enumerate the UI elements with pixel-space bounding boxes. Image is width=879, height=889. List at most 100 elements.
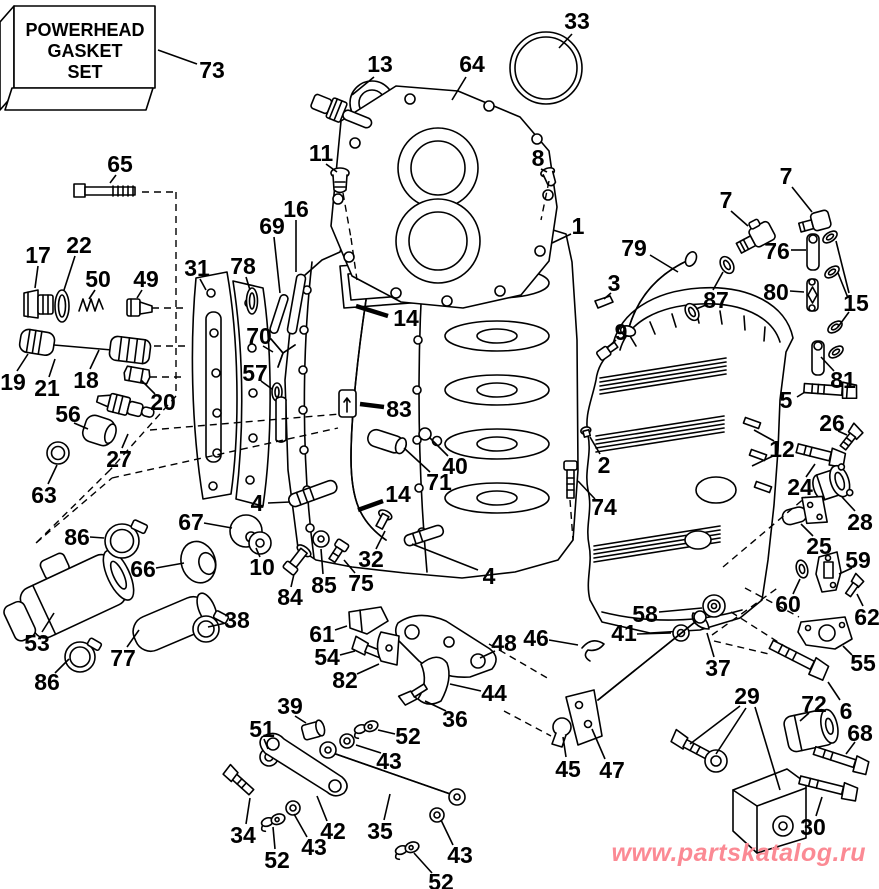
leader-line: [245, 276, 251, 291]
leader-line: [440, 819, 454, 846]
leader-line: [293, 813, 308, 838]
part-number-28: 28: [847, 509, 873, 535]
part-number-37: 37: [705, 655, 731, 681]
part-number-40: 40: [442, 453, 468, 479]
leader-line: [267, 501, 291, 504]
leader-line: [73, 422, 89, 430]
part-number-77: 77: [110, 645, 136, 671]
leader-line: [424, 700, 447, 712]
part-number-10: 10: [249, 554, 275, 580]
part-53-tube-assembly-sketch: [3, 549, 135, 642]
leader-line: [589, 436, 601, 455]
part-number-44: 44: [481, 680, 507, 706]
part-15-washers-sketch: [822, 230, 844, 359]
part-35-link-rod-sketch: [319, 741, 466, 806]
part-26-screw-sketch: [839, 422, 864, 451]
part-number-33: 33: [564, 8, 590, 34]
part-number-78: 78: [230, 253, 256, 279]
leader-line: [842, 645, 853, 656]
part-78-seal-sketch: [245, 287, 259, 315]
dashed-guide-line: [109, 395, 177, 471]
leader-line: [835, 240, 850, 294]
part-number-30: 30: [800, 814, 826, 840]
part-number-1: 1: [572, 213, 585, 239]
part-number-71: 71: [426, 469, 452, 495]
part-65-bolt-sketch: [73, 183, 136, 198]
leader-line: [34, 265, 39, 289]
mount-body-sketch: [732, 768, 807, 854]
dashed-guide-line: [540, 180, 550, 221]
leader-line: [799, 712, 810, 722]
part-5-bolt-sketch: [803, 381, 858, 400]
leader-line: [255, 547, 261, 558]
part-81-tube-sketch: [811, 340, 825, 376]
part-number-57: 57: [242, 360, 268, 386]
leader-line: [54, 658, 70, 674]
part-63-oring-sketch: [46, 441, 70, 465]
part-52-clips-sketch: [260, 720, 420, 861]
part-64-head-cover-sketch: [330, 80, 558, 309]
part-number-5: 5: [780, 387, 793, 413]
leader-line: [48, 358, 56, 378]
leader-line: [294, 715, 307, 724]
part-number-31: 31: [184, 255, 210, 281]
dashed-guide-line: [569, 499, 574, 541]
part-20-nut-sketch: [123, 365, 151, 385]
part-number-12: 12: [769, 436, 795, 462]
part-number-22: 22: [66, 232, 92, 258]
part-80-check-valve-sketch: [806, 278, 819, 312]
leader-line: [603, 292, 612, 300]
part-number-76: 76: [764, 238, 790, 264]
part-33-oring-sketch: [509, 31, 583, 105]
leader-line: [199, 278, 207, 291]
leader-line: [789, 290, 805, 293]
part-number-45: 45: [555, 756, 581, 782]
part-number-34: 34: [230, 822, 256, 848]
part-number-70: 70: [246, 323, 272, 349]
leader-line: [356, 663, 380, 675]
leader-line: [157, 49, 198, 65]
dashed-guide-line: [711, 586, 780, 636]
leader-line: [316, 795, 328, 822]
part-number-72: 72: [801, 691, 827, 717]
leader-line: [451, 76, 467, 101]
leader-line: [805, 463, 816, 478]
leader-line: [706, 632, 715, 658]
part-86-clamp-lower-sketch: [64, 637, 103, 673]
leader-line: [121, 433, 129, 449]
leader-line: [548, 639, 579, 646]
part-10-washer-sketch: [248, 531, 272, 555]
leader-line: [838, 567, 853, 575]
gasket-box-line1: POWERHEAD: [25, 20, 144, 40]
leader-line: [837, 272, 849, 299]
part-number-50: 50: [85, 266, 111, 292]
part-number-8: 8: [532, 145, 545, 171]
dashed-guide-line: [722, 496, 807, 568]
leader-line: [845, 741, 856, 755]
part-62-screw-sketch: [844, 572, 865, 598]
leader-line: [343, 559, 356, 574]
part-number-63: 63: [31, 482, 57, 508]
part-number-17: 17: [25, 242, 51, 268]
leader-line: [856, 593, 864, 607]
part-number-3: 3: [608, 270, 621, 296]
part-60-grommet-sketch: [795, 559, 809, 579]
part-36-bolt-sketch: [397, 683, 428, 706]
part-number-81: 81: [830, 367, 856, 393]
part-number-48: 48: [491, 630, 517, 656]
part-number-15: 15: [843, 290, 869, 316]
part-number-65: 65: [107, 151, 133, 177]
leader-line: [558, 33, 573, 49]
part-number-25: 25: [806, 533, 832, 559]
part-number-36: 36: [442, 706, 468, 732]
leader-line: [796, 391, 806, 398]
leader-line: [89, 349, 100, 370]
part-76-tube-sketch: [806, 233, 820, 271]
dashed-guide-line: [744, 587, 800, 618]
part-number-54: 54: [314, 644, 340, 670]
leader-line: [126, 629, 140, 648]
part-number-55: 55: [850, 650, 876, 676]
part-75-screw-sketch: [328, 538, 350, 564]
part-number-43: 43: [301, 834, 327, 860]
